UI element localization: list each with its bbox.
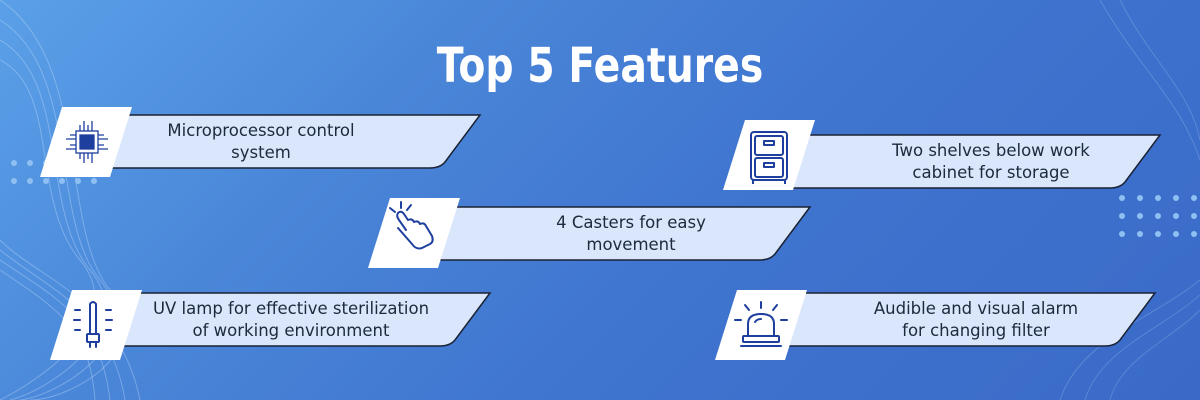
page-title: Top 5 Features	[436, 38, 764, 94]
feature-label: 4 Casters for easy movement	[556, 212, 706, 254]
feature-banner: Two shelves below work cabinet for stora…	[780, 134, 1162, 189]
feature-banner: UV lamp for effective sterilization of w…	[110, 292, 492, 347]
feature-banner: Audible and visual alarm for changing fi…	[775, 292, 1157, 347]
hand-pointer-icon	[389, 201, 434, 250]
right-dot-grid	[1119, 195, 1197, 237]
feature-label: Two shelves below work cabinet for stora…	[892, 140, 1090, 182]
feature-banner: 4 Casters for easy movement	[430, 206, 812, 261]
uv-lamp-icon	[73, 301, 113, 348]
feature-label: UV lamp for effective sterilization of w…	[152, 298, 430, 340]
feature-icon-box	[368, 198, 460, 268]
feature-icon-box	[50, 290, 142, 360]
feature-icon-box	[723, 120, 815, 190]
feature-icon-box	[715, 290, 807, 360]
feature-banner: Microprocessor control system	[100, 114, 482, 169]
microchip-icon	[66, 121, 108, 163]
feature-label: Audible and visual alarm for changing fi…	[873, 298, 1079, 340]
drawer-cabinet-icon	[750, 131, 788, 184]
feature-label: Microprocessor control system	[167, 120, 355, 162]
alarm-siren-icon	[734, 301, 788, 347]
feature-icon-box	[40, 107, 132, 177]
